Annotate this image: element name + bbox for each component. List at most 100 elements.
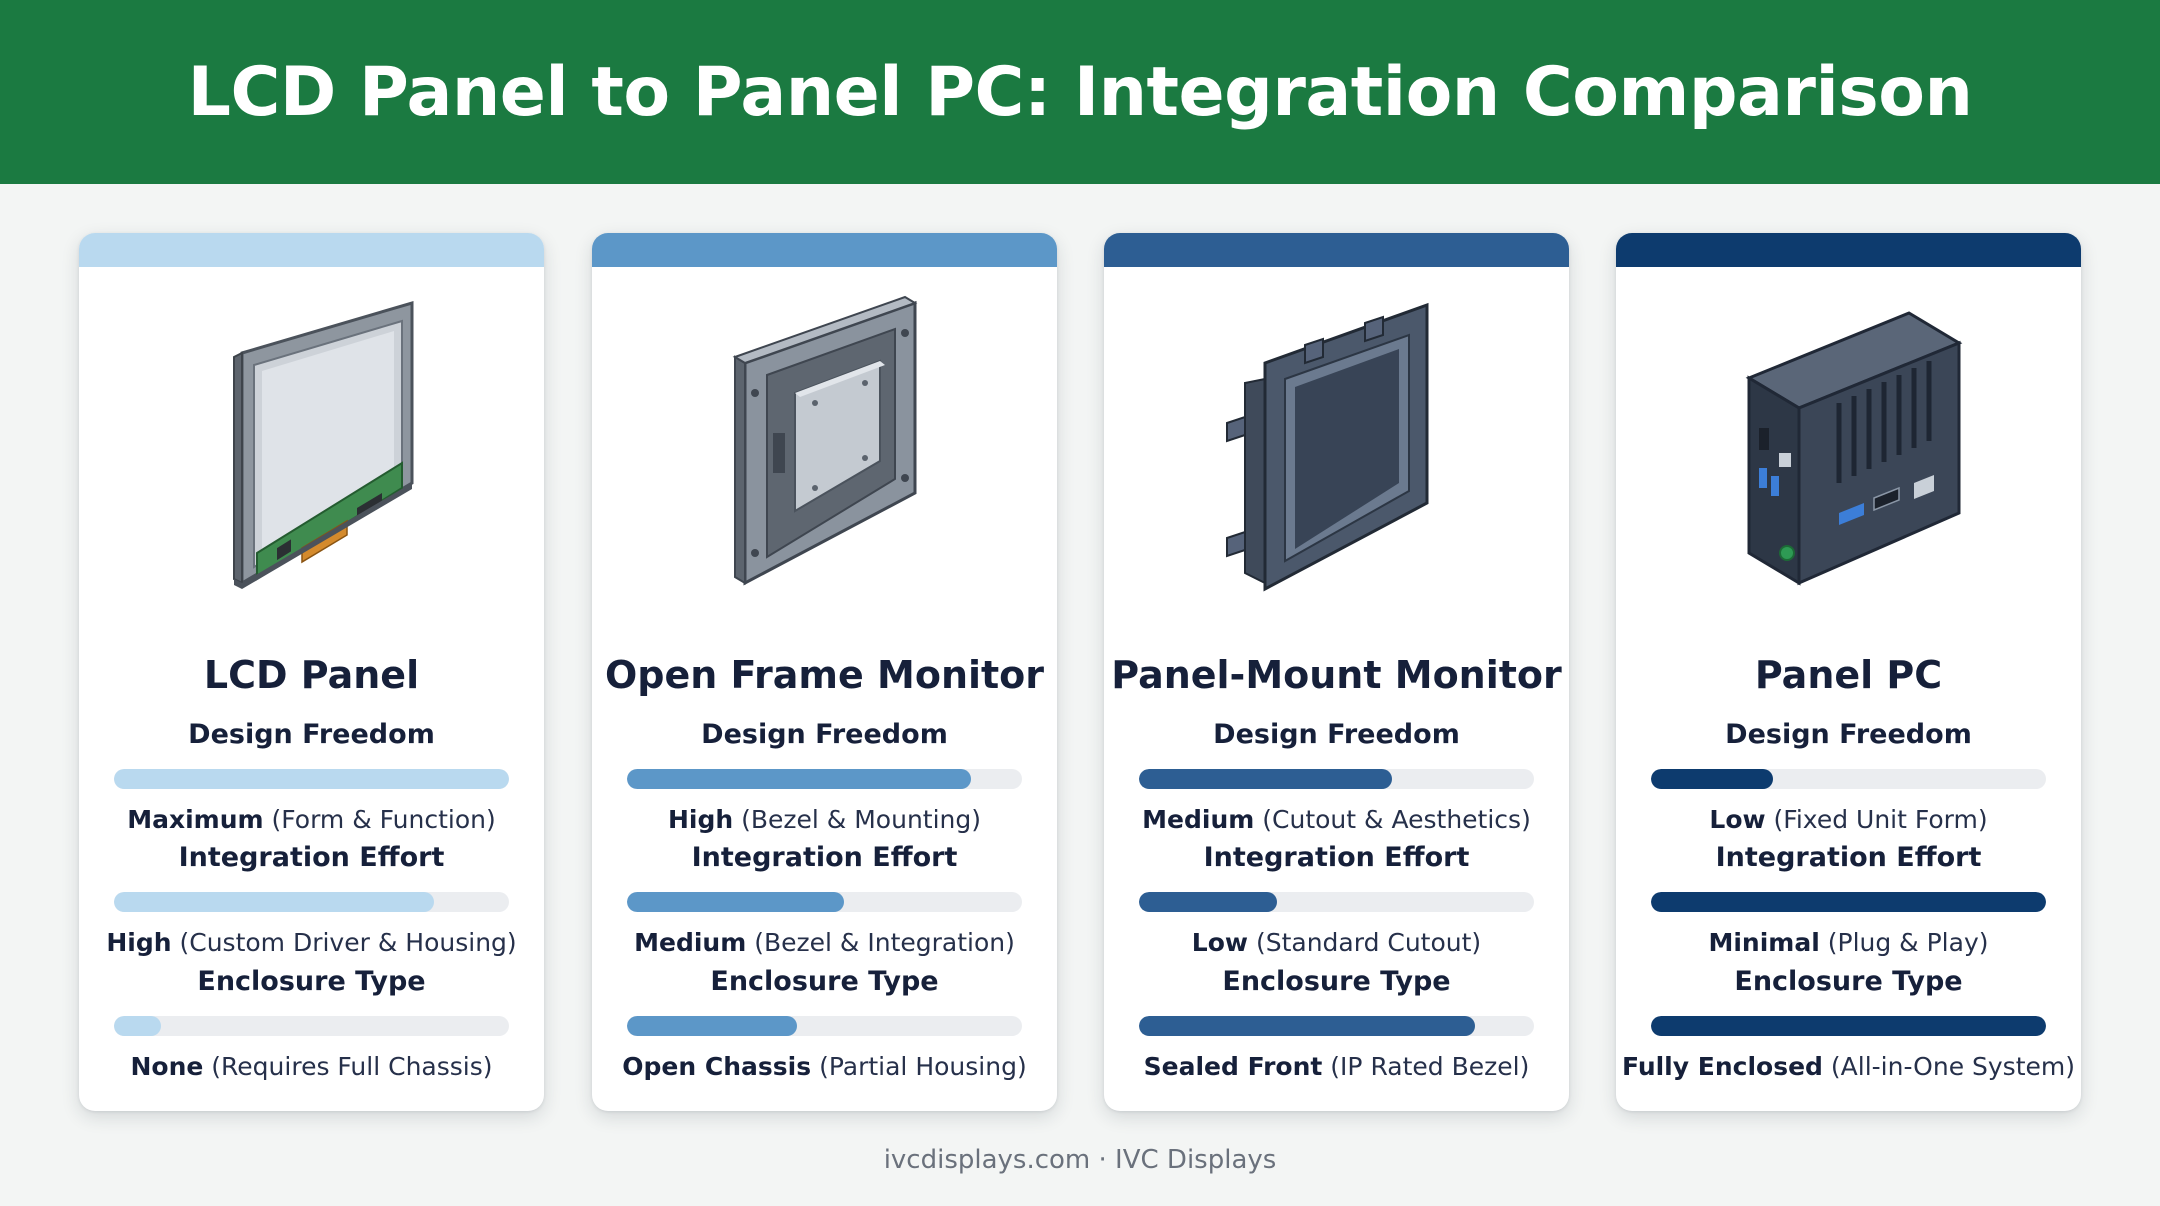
level-bar-fill [114, 892, 434, 912]
level-bar-track [627, 769, 1022, 789]
metric-label: Design Freedom [188, 719, 435, 750]
level-bar-track [1651, 1016, 2046, 1036]
metric-value: Sealed Front (IP Rated Bezel) [1104, 1052, 1569, 1081]
panel-mount-monitor-icon [1104, 283, 1569, 873]
metric-enclosure-type: Enclosure Type Fully Enclosed (All-in-On… [1616, 966, 2081, 1081]
metric-value-detail: (Partial Housing) [819, 1052, 1027, 1081]
level-bar-fill [1651, 769, 1774, 789]
metric-value: High (Custom Driver & Housing) [79, 928, 544, 957]
metric-value-strong: Low [1191, 928, 1248, 957]
metric-design-freedom: Design Freedom High (Bezel & Mounting) [592, 719, 1057, 834]
metric-value: Low (Fixed Unit Form) [1616, 805, 2081, 834]
level-bar-track [1139, 1016, 1534, 1036]
level-bar-fill [1139, 1016, 1475, 1036]
metric-value-strong: Medium [1142, 805, 1255, 834]
card-lcd-panel: LCD Panel Design Freedom Maximum (Form &… [79, 233, 544, 1111]
metric-value-strong: None [130, 1052, 204, 1081]
card-panel-mount-monitor: Panel-Mount Monitor Design Freedom Mediu… [1104, 233, 1569, 1111]
metric-label: Design Freedom [1725, 719, 1972, 750]
level-bar-fill [1651, 892, 2046, 912]
metric-value: Medium (Cutout & Aesthetics) [1104, 805, 1569, 834]
metric-label: Integration Effort [1715, 842, 1982, 873]
metric-value-detail: (Plug & Play) [1827, 928, 1989, 957]
metric-value-detail: (Bezel & Integration) [754, 928, 1015, 957]
level-bar-track [627, 892, 1022, 912]
metric-label: Enclosure Type [1734, 966, 1963, 997]
metric-value: Medium (Bezel & Integration) [592, 928, 1057, 957]
level-bar-fill [114, 1016, 162, 1036]
metric-label: Enclosure Type [710, 966, 939, 997]
metric-label: Design Freedom [701, 719, 948, 750]
level-bar-track [114, 892, 509, 912]
level-bar-fill [1139, 892, 1278, 912]
card-title: Open Frame Monitor [604, 653, 1045, 697]
card-color-band [592, 233, 1057, 267]
level-bar-track [1139, 769, 1534, 789]
level-bar-track [1651, 892, 2046, 912]
open-frame-monitor-icon [592, 283, 1057, 873]
level-bar-fill [627, 769, 971, 789]
card-panel-pc: Panel PC Design Freedom Low (Fixed Unit … [1616, 233, 2081, 1111]
metric-value: High (Bezel & Mounting) [592, 805, 1057, 834]
level-bar-fill [627, 892, 845, 912]
metric-value-detail: (Form & Function) [271, 805, 496, 834]
metric-value-detail: (IP Rated Bezel) [1330, 1052, 1530, 1081]
level-bar-fill [1651, 1016, 2046, 1036]
card-color-band [1616, 233, 2081, 267]
metric-value-strong: Sealed Front [1143, 1052, 1323, 1081]
metric-enclosure-type: Enclosure Type Open Chassis (Partial Hou… [592, 966, 1057, 1081]
metric-value-detail: (Fixed Unit Form) [1773, 805, 1988, 834]
metric-value-detail: (Bezel & Mounting) [741, 805, 982, 834]
metric-integration-effort: Integration Effort Minimal (Plug & Play) [1616, 842, 2081, 957]
metric-label: Integration Effort [178, 842, 445, 873]
metric-label: Enclosure Type [1222, 966, 1451, 997]
metric-design-freedom: Design Freedom Maximum (Form & Function) [79, 719, 544, 834]
level-bar-track [627, 1016, 1022, 1036]
panel-pc-icon [1616, 283, 2081, 873]
metric-value: Low (Standard Cutout) [1104, 928, 1569, 957]
card-color-band [79, 233, 544, 267]
level-bar-track [1139, 892, 1534, 912]
card-title: LCD Panel [203, 653, 420, 697]
metric-value-detail: (Cutout & Aesthetics) [1262, 805, 1531, 834]
metric-value-detail: (All-in-One System) [1830, 1052, 2075, 1081]
level-bar-fill [1139, 769, 1392, 789]
metric-value-detail: (Custom Driver & Housing) [179, 928, 517, 957]
level-bar-track [114, 1016, 509, 1036]
card-title: Panel PC [1754, 653, 1943, 697]
level-bar-track [114, 769, 509, 789]
metric-enclosure-type: Enclosure Type Sealed Front (IP Rated Be… [1104, 966, 1569, 1081]
metric-value-strong: Minimal [1708, 928, 1820, 957]
metric-label: Integration Effort [1203, 842, 1470, 873]
metric-value-strong: Fully Enclosed [1621, 1052, 1823, 1081]
header-banner: LCD Panel to Panel PC: Integration Compa… [0, 0, 2160, 184]
metric-design-freedom: Design Freedom Medium (Cutout & Aestheti… [1104, 719, 1569, 834]
metric-value: Maximum (Form & Function) [79, 805, 544, 834]
level-bar-fill [114, 769, 509, 789]
metric-label: Enclosure Type [197, 966, 426, 997]
metric-integration-effort: Integration Effort Medium (Bezel & Integ… [592, 842, 1057, 957]
metric-value: Minimal (Plug & Play) [1616, 928, 2081, 957]
metric-value-detail: (Requires Full Chassis) [211, 1052, 493, 1081]
metric-value-detail: (Standard Cutout) [1255, 928, 1482, 957]
metric-integration-effort: Integration Effort High (Custom Driver &… [79, 842, 544, 957]
metric-label: Design Freedom [1213, 719, 1460, 750]
metric-value-strong: Medium [634, 928, 747, 957]
page-title: LCD Panel to Panel PC: Integration Compa… [187, 52, 1973, 132]
metric-value-strong: Low [1709, 805, 1766, 834]
metric-value-strong: Open Chassis [622, 1052, 812, 1081]
lcd-panel-icon [79, 283, 544, 873]
card-open-frame-monitor: Open Frame Monitor Design Freedom High (… [592, 233, 1057, 1111]
metric-value: Fully Enclosed (All-in-One System) [1616, 1052, 2081, 1081]
level-bar-fill [627, 1016, 797, 1036]
metric-enclosure-type: Enclosure Type None (Requires Full Chass… [79, 966, 544, 1081]
metric-value-strong: High [667, 805, 734, 834]
metric-value: None (Requires Full Chassis) [79, 1052, 544, 1081]
metric-design-freedom: Design Freedom Low (Fixed Unit Form) [1616, 719, 2081, 834]
metric-value-strong: Maximum [127, 805, 264, 834]
metric-integration-effort: Integration Effort Low (Standard Cutout) [1104, 842, 1569, 957]
card-title: Panel-Mount Monitor [1111, 653, 1562, 697]
card-color-band [1104, 233, 1569, 267]
metric-label: Integration Effort [691, 842, 958, 873]
footer-credit: ivcdisplays.com · IVC Displays [883, 1145, 1277, 1175]
